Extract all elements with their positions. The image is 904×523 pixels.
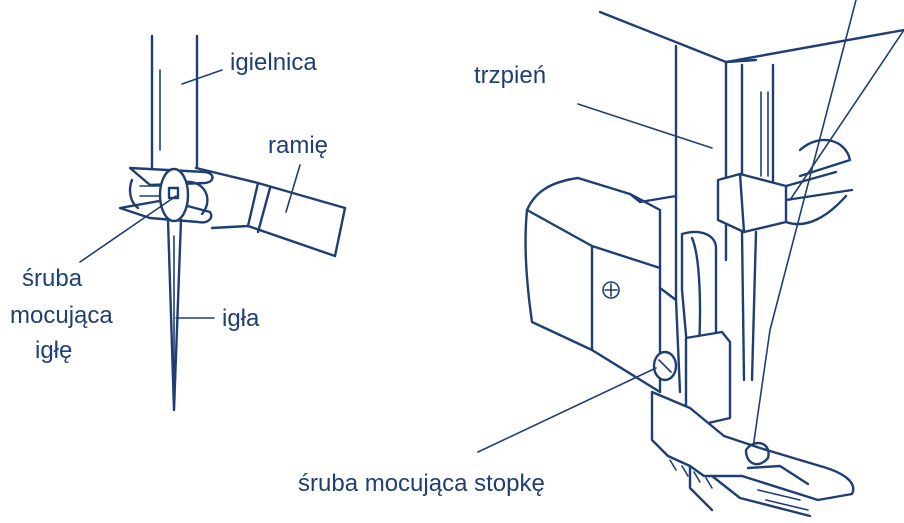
- needle-bar-drawing: [152, 36, 197, 168]
- label-foot-screw: śruba mocująca stopkę: [298, 470, 545, 497]
- label-needle-screw-line-3: igłę: [35, 337, 72, 364]
- arm-leader: [286, 165, 300, 212]
- right-needle-drawing: [742, 232, 756, 380]
- needle-clamp-illustration: [80, 36, 345, 410]
- foot-holder-drawing: [654, 232, 730, 424]
- label-presser-bar: trzpień: [474, 62, 546, 89]
- side-cover-drawing: [526, 178, 676, 392]
- needle-clamp-drawing: [120, 168, 213, 222]
- arm-drawing: [196, 168, 345, 256]
- foot-screw-leader: [478, 368, 656, 452]
- thread-drawing-2: [790, 30, 904, 200]
- label-needle-screw-line-1: śruba: [22, 265, 83, 292]
- presser-bar-leader: [578, 104, 712, 148]
- presser-bar-drawing: [742, 65, 773, 182]
- needle-drawing: [168, 220, 181, 410]
- thread-guide-drawing: [718, 140, 852, 232]
- label-needle-bar: igielnica: [230, 49, 317, 76]
- label-needle: igła: [222, 305, 260, 332]
- label-needle-screw-line-2: mocująca: [10, 302, 113, 329]
- label-arm: ramię: [268, 132, 328, 159]
- needle-bar-leader: [182, 70, 222, 84]
- presser-foot-drawing: [652, 392, 853, 516]
